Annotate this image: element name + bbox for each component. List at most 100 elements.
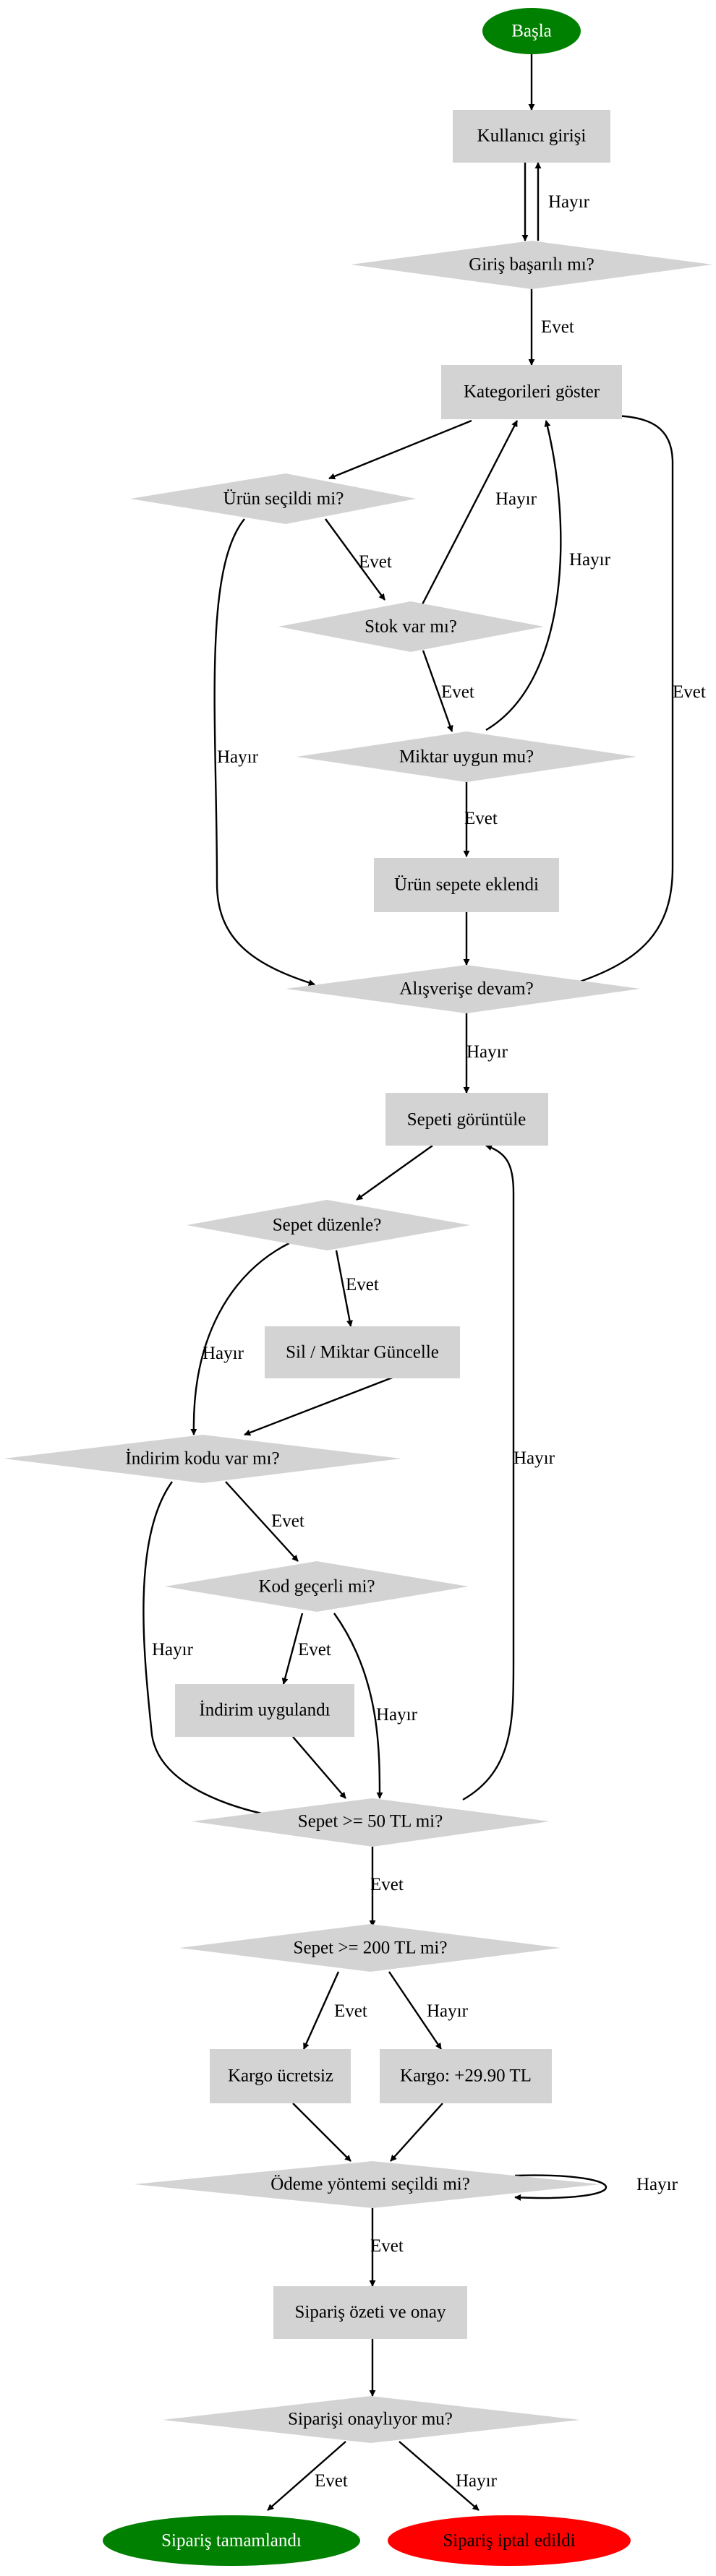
edge-cart50-viewcart-no <box>462 1144 515 1801</box>
edit-cart-diamond <box>187 1200 470 1250</box>
node-order-cancelled: Sipariş iptal edildi <box>388 2515 631 2566</box>
qty-ok-label: Miktar uygun mu? <box>399 747 534 767</box>
node-free-shipping: Kargo ücretsiz <box>210 2049 351 2103</box>
order-cancelled-ellipse <box>388 2515 631 2566</box>
payment-selected-diamond <box>134 2161 600 2208</box>
edge-discount-codevalid <box>225 1481 299 1562</box>
edge-label-cart50-no: Hayır <box>513 1448 555 1468</box>
edge-productselected-stock <box>325 518 385 601</box>
edge-viewcart-editcart <box>356 1145 433 1201</box>
edge-stock-categories-no <box>420 420 519 606</box>
node-login: Kullanıcı girişi <box>453 110 610 163</box>
qty-ok-diamond <box>297 731 636 782</box>
code-valid-diamond <box>165 1561 469 1612</box>
edge-discount-cart50-no <box>142 1481 297 1823</box>
edge-label-login-no: Hayır <box>548 192 590 212</box>
edge-labels: Hayır Evet Evet Hayır Hayır Hayır Evet E… <box>152 192 706 2491</box>
edge-label-payment-yes: Evet <box>370 2236 404 2256</box>
node-login-ok: Giriş başarılı mı? <box>351 241 712 289</box>
login-ok-diamond <box>351 241 712 289</box>
edge-stock-qtyok <box>422 650 453 732</box>
edge-label-confirm-no: Hayır <box>456 2471 498 2491</box>
shipping-fee-label: Kargo: +29.90 TL <box>400 2066 532 2086</box>
product-selected-label: Ürün seçildi mi? <box>223 489 344 509</box>
login-box <box>453 110 610 163</box>
free-shipping-box <box>210 2049 351 2103</box>
nodes: Başla Kullanıcı girişi Giriş başarılı mı… <box>4 8 712 2566</box>
node-product-selected: Ürün seçildi mi? <box>130 473 416 524</box>
node-has-discount: İndirim kodu var mı? <box>4 1435 401 1483</box>
edge-label-confirm-yes: Evet <box>315 2471 348 2491</box>
edge-label-cart200-yes: Evet <box>334 2001 367 2021</box>
node-payment-selected: Ödeme yöntemi seçildi mi? <box>134 2161 600 2208</box>
login-label: Kullanıcı girişi <box>477 126 587 146</box>
stock-label: Stok var mı? <box>365 617 457 637</box>
edge-label-select-no: Hayır <box>217 747 259 767</box>
cart-200-label: Sepet >= 200 TL mi? <box>294 1939 448 1958</box>
continue-label: Alışverişe devam? <box>399 979 533 999</box>
added-box <box>374 858 559 912</box>
order-cancelled-label: Sipariş iptal edildi <box>443 2531 575 2551</box>
edge-confirm-cancelled <box>399 2441 480 2511</box>
edge-label-login-yes: Evet <box>541 317 574 337</box>
code-valid-label: Kod geçerli mi? <box>258 1577 375 1597</box>
order-summary-box <box>273 2286 467 2339</box>
order-done-ellipse <box>103 2515 360 2566</box>
edge-label-stock-yes: Evet <box>441 682 474 702</box>
edge-label-continue-no: Hayır <box>466 1042 508 1062</box>
node-view-cart: Sepeti görüntüle <box>385 1093 548 1146</box>
edge-label-select-yes: Evet <box>359 552 392 572</box>
edges <box>142 54 674 2511</box>
shipping-fee-box <box>380 2049 552 2103</box>
added-label: Ürün sepete eklendi <box>394 875 539 895</box>
edge-label-code-no: Hayır <box>376 1705 418 1725</box>
confirm-order-label: Siparişi onaylıyor mu? <box>288 2410 453 2429</box>
edge-label-discount-yes: Evet <box>271 1511 304 1531</box>
edge-fee-payment <box>390 2103 443 2162</box>
node-stock: Stok var mı? <box>278 601 544 652</box>
stock-diamond <box>278 601 544 652</box>
discount-applied-label: İndirim uygulandı <box>199 1701 330 1720</box>
node-order-summary: Sipariş özeti ve onay <box>273 2286 467 2339</box>
edge-codevalid-applied <box>281 1613 304 1685</box>
node-cart-200: Sepet >= 200 TL mi? <box>179 1924 561 1972</box>
cart-50-diamond <box>192 1798 550 1847</box>
edge-label-continue-yes: Evet <box>673 682 706 702</box>
edge-label-cart200-no: Hayır <box>427 2001 469 2021</box>
delete-update-label: Sil / Miktar Güncelle <box>286 1343 439 1362</box>
node-delete-update: Sil / Miktar Güncelle <box>265 1326 460 1378</box>
edge-label-payment-no: Hayır <box>636 2175 678 2194</box>
start-ellipse <box>482 8 581 54</box>
edge-continue-categories-yes <box>571 412 674 986</box>
edge-free-payment <box>292 2103 351 2162</box>
edge-label-code-yes: Evet <box>298 1640 331 1660</box>
node-shipping-fee: Kargo: +29.90 TL <box>380 2049 552 2103</box>
node-cart-50: Sepet >= 50 TL mi? <box>192 1798 550 1847</box>
edge-label-cart50-yes: Evet <box>370 1875 404 1894</box>
node-added: Ürün sepete eklendi <box>374 858 559 912</box>
login-ok-label: Giriş başarılı mı? <box>469 255 594 275</box>
cart-200-diamond <box>179 1924 561 1972</box>
node-qty-ok: Miktar uygun mu? <box>297 731 636 782</box>
edge-cart200-free <box>302 1971 340 2050</box>
node-confirm-order: Siparişi onaylıyor mu? <box>163 2396 580 2443</box>
edge-delete-discount <box>244 1375 395 1436</box>
start-label: Başla <box>511 22 552 41</box>
edge-label-qty-no: Hayır <box>569 550 611 570</box>
confirm-order-diamond <box>163 2396 580 2443</box>
edge-label-edit-yes: Evet <box>346 1275 379 1295</box>
node-continue: Alışverişe devam? <box>286 965 640 1013</box>
free-shipping-label: Kargo ücretsiz <box>228 2066 333 2086</box>
edge-productselected-continue-no <box>213 518 315 986</box>
view-cart-label: Sepeti görüntüle <box>407 1110 527 1130</box>
node-code-valid: Kod geçerli mi? <box>165 1561 469 1612</box>
edge-label-stock-no: Hayır <box>495 489 537 509</box>
edge-editcart-discount-no <box>190 1242 290 1435</box>
categories-box <box>441 365 622 419</box>
discount-applied-box <box>175 1684 354 1737</box>
order-done-label: Sipariş tamamlandı <box>161 2531 302 2551</box>
view-cart-box <box>385 1093 548 1146</box>
edit-cart-label: Sepet düzenle? <box>273 1216 382 1235</box>
edge-editcart-delete <box>335 1250 353 1327</box>
node-start: Başla <box>482 8 581 54</box>
